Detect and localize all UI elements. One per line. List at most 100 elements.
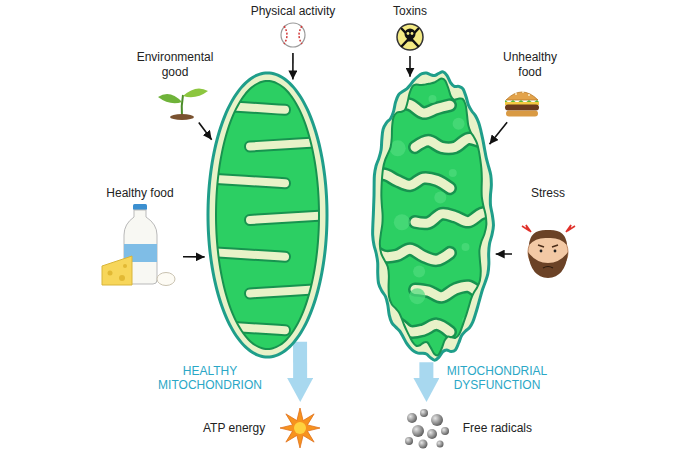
radical-dot bbox=[437, 441, 444, 448]
mouth bbox=[543, 267, 553, 269]
burger-icon bbox=[505, 91, 539, 116]
factor-node: Stress bbox=[515, 186, 581, 286]
crista bbox=[205, 105, 285, 110]
factor-label: Toxins bbox=[380, 4, 440, 19]
ball bbox=[281, 23, 305, 47]
radical-dot bbox=[419, 440, 428, 449]
atp-burst-icon bbox=[280, 408, 320, 448]
factor-label: Environmental good bbox=[128, 50, 222, 80]
plant-icon bbox=[158, 88, 208, 120]
cristae bbox=[205, 105, 330, 330]
leaf bbox=[183, 88, 208, 97]
influence-arrow bbox=[183, 256, 205, 258]
eye bbox=[407, 32, 410, 35]
output-arrow bbox=[293, 342, 307, 378]
hair bbox=[529, 230, 567, 245]
crista bbox=[250, 288, 330, 293]
stitch bbox=[299, 26, 302, 44]
crista-edge bbox=[250, 288, 330, 293]
output-arrow bbox=[419, 362, 433, 378]
crista bbox=[415, 212, 495, 224]
influence-arrow bbox=[409, 56, 411, 77]
mitochondrion-drawing bbox=[370, 70, 495, 360]
jaw bbox=[407, 37, 413, 42]
radical-dot bbox=[405, 437, 413, 445]
eye bbox=[411, 32, 414, 35]
radical-dot bbox=[427, 429, 437, 439]
factor-label: Stress bbox=[515, 186, 581, 201]
factor-label: Healthy food bbox=[100, 186, 180, 201]
eye bbox=[540, 250, 543, 253]
brow bbox=[538, 245, 544, 247]
factor-node: Environmental good bbox=[128, 50, 222, 120]
crista-edge bbox=[250, 142, 330, 147]
crista-edge bbox=[415, 212, 495, 224]
matrix-blotch bbox=[462, 243, 470, 251]
crista-edge bbox=[415, 286, 495, 297]
crista-edge bbox=[370, 103, 450, 113]
radical-dot bbox=[431, 414, 443, 426]
bottom-bun bbox=[506, 111, 538, 117]
bone bbox=[402, 29, 418, 46]
baseball-icon bbox=[281, 23, 305, 47]
radical-dot bbox=[412, 425, 424, 437]
matrix-blotch bbox=[434, 192, 446, 204]
output-label: Free radicals bbox=[463, 421, 532, 436]
crista bbox=[205, 325, 285, 330]
bone bbox=[402, 29, 418, 46]
matrix-blotch bbox=[409, 288, 425, 304]
free-radicals-icon bbox=[405, 409, 449, 449]
matrix-blotch bbox=[429, 95, 437, 103]
crista bbox=[370, 103, 450, 113]
bottle-cap bbox=[133, 204, 147, 210]
sign-disc bbox=[397, 24, 423, 50]
radical-dot bbox=[420, 409, 428, 417]
output-node: ATP energy bbox=[195, 405, 325, 451]
crista-edge bbox=[205, 252, 285, 257]
mitochondrion-node: HEALTHY MITOCHONDRION bbox=[205, 70, 330, 360]
matrix-blotch bbox=[394, 214, 410, 230]
crista-edge bbox=[205, 325, 285, 330]
crista bbox=[370, 322, 450, 332]
healthy-food-icon bbox=[102, 204, 175, 286]
patty bbox=[505, 105, 539, 111]
brow bbox=[552, 245, 558, 247]
mitochondrion-heading: MITOCHONDRIAL DYSFUNCTION bbox=[437, 364, 557, 392]
factor-node: Unhealthy food bbox=[490, 50, 570, 120]
stress-face-icon bbox=[522, 225, 575, 278]
burst bbox=[280, 408, 320, 448]
cheese-hole bbox=[119, 275, 125, 281]
factor-label: Physical activity bbox=[238, 4, 348, 19]
crista bbox=[415, 286, 495, 297]
crista bbox=[250, 142, 330, 147]
edges bbox=[183, 53, 512, 378]
crista bbox=[205, 252, 285, 257]
output-node: Free radicals bbox=[400, 405, 540, 451]
cheese-hole bbox=[108, 271, 113, 276]
inner-membrane bbox=[216, 81, 319, 349]
stress-spark bbox=[522, 225, 531, 232]
soil bbox=[170, 114, 194, 120]
burst-core bbox=[294, 422, 306, 434]
crista-edge bbox=[370, 322, 450, 332]
radical-dot bbox=[407, 413, 417, 423]
crista bbox=[415, 138, 495, 148]
influence-arrow bbox=[199, 122, 212, 139]
factor-label: Unhealthy food bbox=[490, 50, 570, 80]
beard bbox=[528, 252, 568, 278]
cheese-hole bbox=[123, 264, 127, 268]
stress-spark bbox=[566, 225, 575, 232]
seed bbox=[528, 94, 530, 96]
factor-node: Healthy food bbox=[100, 186, 180, 290]
seed bbox=[522, 91, 524, 93]
leaf bbox=[158, 94, 182, 103]
matrix-blotch bbox=[453, 118, 465, 130]
matrix-blotch bbox=[413, 266, 425, 278]
crista-edge bbox=[205, 105, 285, 110]
crista-edge bbox=[415, 138, 495, 148]
egg bbox=[157, 273, 175, 286]
mitochondrion-node: MITOCHONDRIAL DYSFUNCTION bbox=[370, 70, 495, 360]
